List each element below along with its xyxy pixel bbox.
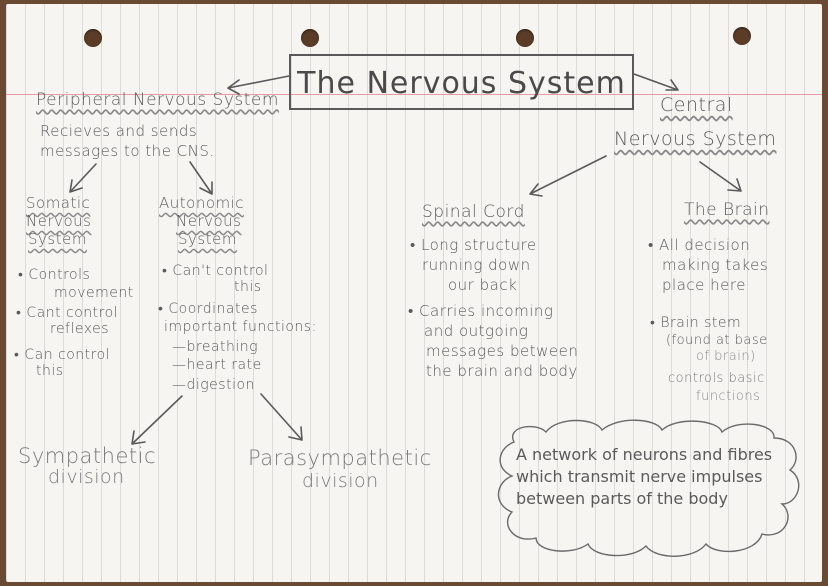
brain-bullet: • Brain stem <box>650 315 742 331</box>
somatic-bullet-cont: this <box>36 363 64 379</box>
function-item: —breathing <box>172 339 259 355</box>
pns-desc-line: Recieves and sends <box>40 122 198 140</box>
spinal-bullet-cont: running down <box>422 256 531 274</box>
autonomic-bullet-cont: this <box>234 279 262 295</box>
spinal-heading: Spinal Cord <box>422 202 525 222</box>
page-title: The Nervous System <box>297 66 626 101</box>
autonomic-bullet: • Coordinates <box>158 301 258 317</box>
brain-bullet-cont: controls basic <box>668 371 765 386</box>
autonomic-bullet-cont: important functions: <box>164 319 317 335</box>
brain-bullet-cont: (found at base <box>666 333 768 348</box>
somatic-bullet-cont: reflexes <box>50 321 110 337</box>
cns-heading-line: Central <box>660 94 733 116</box>
cloud-outline <box>497 419 800 557</box>
brain-bullet-cont: making takes <box>662 256 769 274</box>
somatic-bullet: • Controls <box>18 267 91 283</box>
autonomic-heading-line: Autonomic <box>159 194 245 212</box>
parasympathetic-line: division <box>302 470 379 492</box>
arrow-autonomic-to-parasympathetic <box>260 393 303 441</box>
punch-hole <box>301 29 319 47</box>
brain-bullet-cont: functions <box>696 389 761 404</box>
notebook-paper: The Nervous System Peripheral Nervous Sy… <box>6 4 822 582</box>
somatic-bullet-cont: movement <box>54 285 134 301</box>
arrow-title-to-cns <box>633 73 679 91</box>
sympathetic-line: division <box>48 466 125 488</box>
margin-line <box>6 94 822 95</box>
arrow-cns-to-brain <box>699 161 742 192</box>
arrow-cns-to-spinal <box>529 155 607 197</box>
autonomic-heading-line: System <box>178 230 237 248</box>
autonomic-bullet: • Can't control <box>162 263 269 279</box>
spinal-bullet: • Long structure <box>410 236 537 254</box>
diagram-arrows <box>69 73 800 557</box>
somatic-heading-line: System <box>28 230 87 248</box>
somatic-heading-line: Nervous <box>26 212 92 230</box>
pns-desc-line: messages to the CNS. <box>40 142 215 160</box>
cns-heading-line: Nervous System <box>614 128 777 150</box>
arrow-autonomic-to-sympathetic <box>131 395 183 445</box>
parasympathetic-line: Parasympathetic <box>248 446 432 470</box>
spinal-bullet: • Carries incoming <box>408 302 554 320</box>
title-box: The Nervous System <box>289 54 634 110</box>
brain-bullet-cont: place here <box>662 276 746 294</box>
arrow-title-to-pns <box>227 75 290 95</box>
spinal-bullet-cont: and outgoing <box>424 322 529 340</box>
somatic-bullet: • Cant control <box>16 305 119 321</box>
pns-heading: Peripheral Nervous System <box>36 90 279 110</box>
somatic-bullet: • Can control <box>14 347 111 363</box>
punch-hole <box>84 29 102 47</box>
punch-hole <box>733 27 751 45</box>
function-item: —digestion <box>172 377 255 393</box>
function-item: —heart rate <box>172 357 262 373</box>
spinal-bullet-cont: our back <box>448 276 518 294</box>
arrow-pns-to-somatic <box>69 163 97 193</box>
punch-hole <box>516 29 534 47</box>
spinal-bullet-cont: messages between <box>426 342 579 360</box>
cloud-definition: A network of neurons and fibres which tr… <box>516 445 773 508</box>
brain-bullet-cont: of brain) <box>696 349 756 364</box>
arrow-pns-to-autonomic <box>189 161 213 195</box>
brain-heading: The Brain <box>684 200 770 220</box>
autonomic-heading-line: Nervous <box>176 212 242 230</box>
spinal-bullet-cont: the brain and body <box>426 362 578 380</box>
sympathetic-line: Sympathetic <box>18 444 156 468</box>
somatic-heading-line: Somatic <box>26 194 91 212</box>
brain-bullet: • All decision <box>648 236 751 254</box>
